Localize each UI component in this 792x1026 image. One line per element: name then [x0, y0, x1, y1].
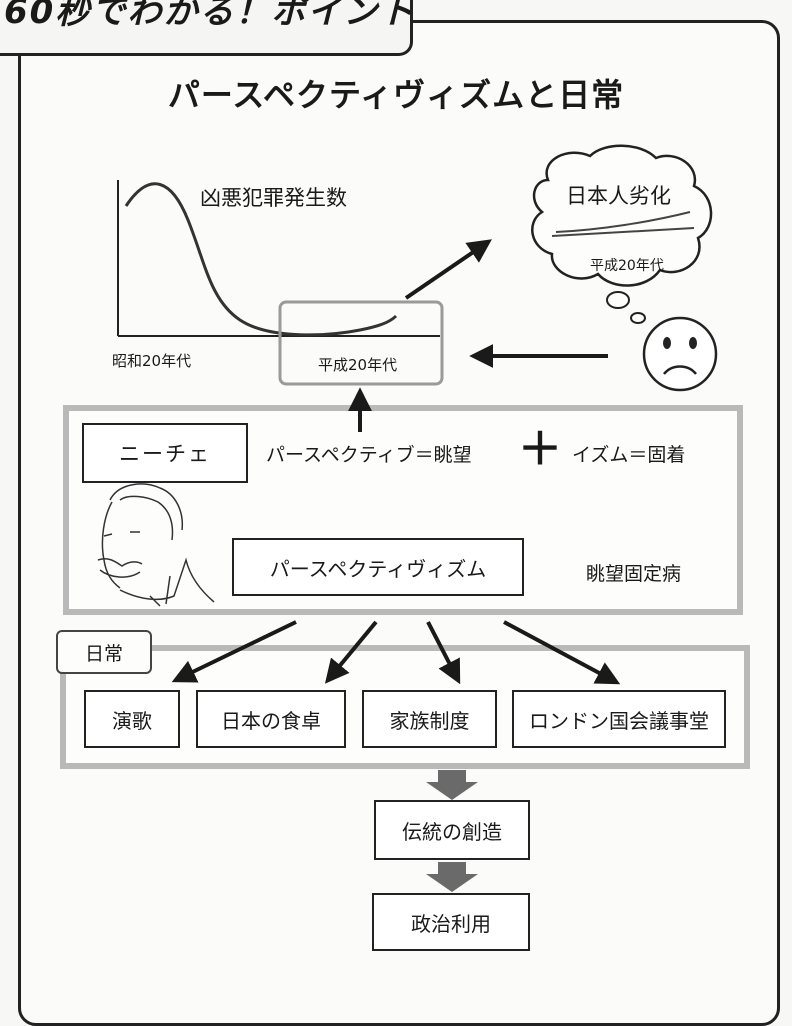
chart-x-start-label: 昭和20年代 [112, 352, 192, 370]
tradition-box: 伝統の創造 [374, 800, 530, 860]
header-tab-text: 60秒でわかる！ポイント [4, 0, 416, 32]
perspectivism-box: パースペクティヴィズム [232, 538, 524, 596]
heisei-highlight-box [278, 300, 444, 386]
thought-chart-line [551, 227, 695, 237]
chart-title: 凶悪犯罪発生数 [200, 186, 347, 210]
disease-label: 眺望固定病 [586, 563, 682, 585]
arrow-to-kazoku [426, 621, 461, 685]
plus-sign: ＋ [518, 424, 562, 475]
arrow-to-shokutaku [324, 620, 378, 684]
sad-face-icon [642, 316, 718, 392]
thought-cloud [531, 144, 713, 287]
nietzsche-portrait [97, 483, 215, 607]
arrow-to-thought [404, 239, 492, 300]
thought-bubble-2 [630, 312, 646, 324]
chart-x-end-label: 平成20年代 [318, 356, 398, 374]
flow-arrow-1 [426, 770, 478, 800]
header-tab: 60秒でわかる！ポイント [0, 0, 413, 56]
flow-arrow-2 [426, 862, 478, 892]
nietzsche-name-box: ニーチェ [82, 423, 248, 483]
arrow-to-london [503, 620, 621, 685]
example-london-parliament: ロンドン国会議事堂 [512, 690, 726, 748]
page-title: パースペクティヴィズムと日常 [167, 76, 625, 114]
example-family-system: 家族制度 [362, 690, 497, 748]
ism-definition: イズム＝固着 [572, 444, 686, 466]
arrow-to-enka [171, 620, 297, 683]
example-enka: 演歌 [84, 690, 180, 748]
daily-label: 日常 [56, 630, 152, 674]
crime-curve [124, 182, 398, 337]
politics-box: 政治利用 [372, 893, 530, 951]
thought-trend-line [555, 211, 691, 233]
thought-title: 日本人劣化 [566, 184, 671, 208]
perspective-definition: パースペクティブ＝眺望 [266, 444, 472, 466]
thought-bubble-1 [606, 291, 630, 309]
thought-subtitle: 平成20年代 [590, 258, 664, 274]
example-dining-table: 日本の食卓 [196, 690, 346, 748]
